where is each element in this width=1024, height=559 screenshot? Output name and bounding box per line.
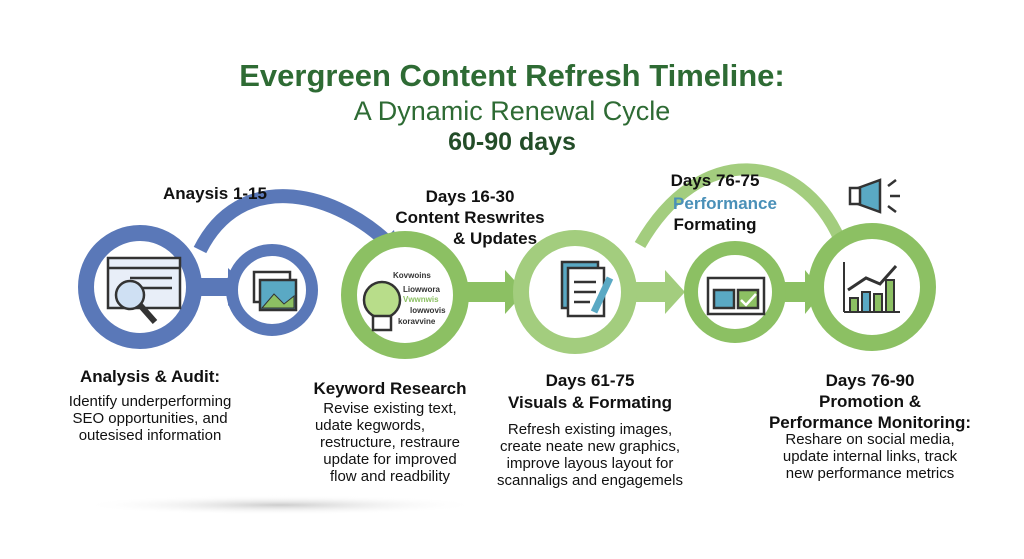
keyword: Kovwoins <box>393 271 431 280</box>
keyword: Liowwora <box>403 285 440 294</box>
step-heading: Keyword Research <box>313 379 467 398</box>
connector <box>630 282 670 302</box>
curved-arrow <box>193 189 390 254</box>
layout-check-icon <box>706 276 766 316</box>
keyword: Vwwnwis <box>403 295 439 304</box>
keyword-cloud: Kovwoins Liowwora Vwwnwis lowwovis korav… <box>393 271 446 326</box>
title-line-1: Evergreen Content Refresh Timeline: <box>239 58 785 93</box>
step-heading: Performance Monitoring: <box>768 413 972 432</box>
label-analysis-days: Anaysis 1-15 <box>163 184 267 203</box>
step-heading: Days 61-75 <box>545 371 635 390</box>
document-pen-icon <box>560 260 614 318</box>
step-heading: Promotion & <box>819 392 921 411</box>
shadow <box>80 495 480 515</box>
label-content-title: Content Reswrites <box>395 208 545 227</box>
label-perf-word: Performance <box>673 194 777 213</box>
step-desc: udate kegwords, <box>314 417 426 434</box>
step-heading: Analysis & Audit: <box>79 367 221 386</box>
step-desc: improve layous layout for <box>506 455 674 472</box>
image-icon <box>252 270 298 312</box>
arrow-icon <box>665 270 685 314</box>
label-content-title-2: & Updates <box>452 229 538 248</box>
step-desc: Refresh existing images, <box>507 421 673 438</box>
megaphone-icon <box>848 178 900 214</box>
step-desc: scannaligs and engagemels <box>497 472 683 489</box>
step-circle-promotion <box>808 223 936 351</box>
title-duration: 60-90 days <box>448 128 576 156</box>
step-desc: flow and readbility <box>329 468 451 485</box>
step-desc: Reshare on social media, <box>785 431 955 448</box>
keyword: lowwovis <box>410 306 446 315</box>
step-heading: Visuals & Formating <box>507 393 673 412</box>
magnifier-document-icon <box>106 256 182 324</box>
label-content-days: Days 16-30 <box>425 187 515 206</box>
step-desc: update for improved <box>323 451 457 468</box>
step-desc: create neate new graphics, <box>499 438 681 455</box>
step-desc: Revise existing text, <box>323 400 457 417</box>
keyword: koravvine <box>398 317 436 326</box>
connector <box>780 282 810 302</box>
label-perf-formatting: Formating <box>673 215 757 234</box>
label-perf-days: Days 76-75 <box>670 171 760 190</box>
step-desc: new performance metrics <box>785 465 955 482</box>
connector <box>195 278 235 296</box>
title-line-2: A Dynamic Renewal Cycle <box>353 96 671 126</box>
lightbulb-icon <box>362 280 402 332</box>
step-desc: SEO opportunities, and <box>72 410 228 427</box>
step-desc: Identify underperforming <box>68 393 232 410</box>
curved-arrow <box>634 163 846 248</box>
step-desc: update internal links, track <box>782 448 958 465</box>
growth-chart-icon <box>843 262 900 313</box>
connector <box>460 282 510 302</box>
step-heading: Days 76-90 <box>825 371 915 390</box>
step-desc: outesised information <box>78 427 222 444</box>
step-desc: restructure, restraure <box>319 434 461 451</box>
